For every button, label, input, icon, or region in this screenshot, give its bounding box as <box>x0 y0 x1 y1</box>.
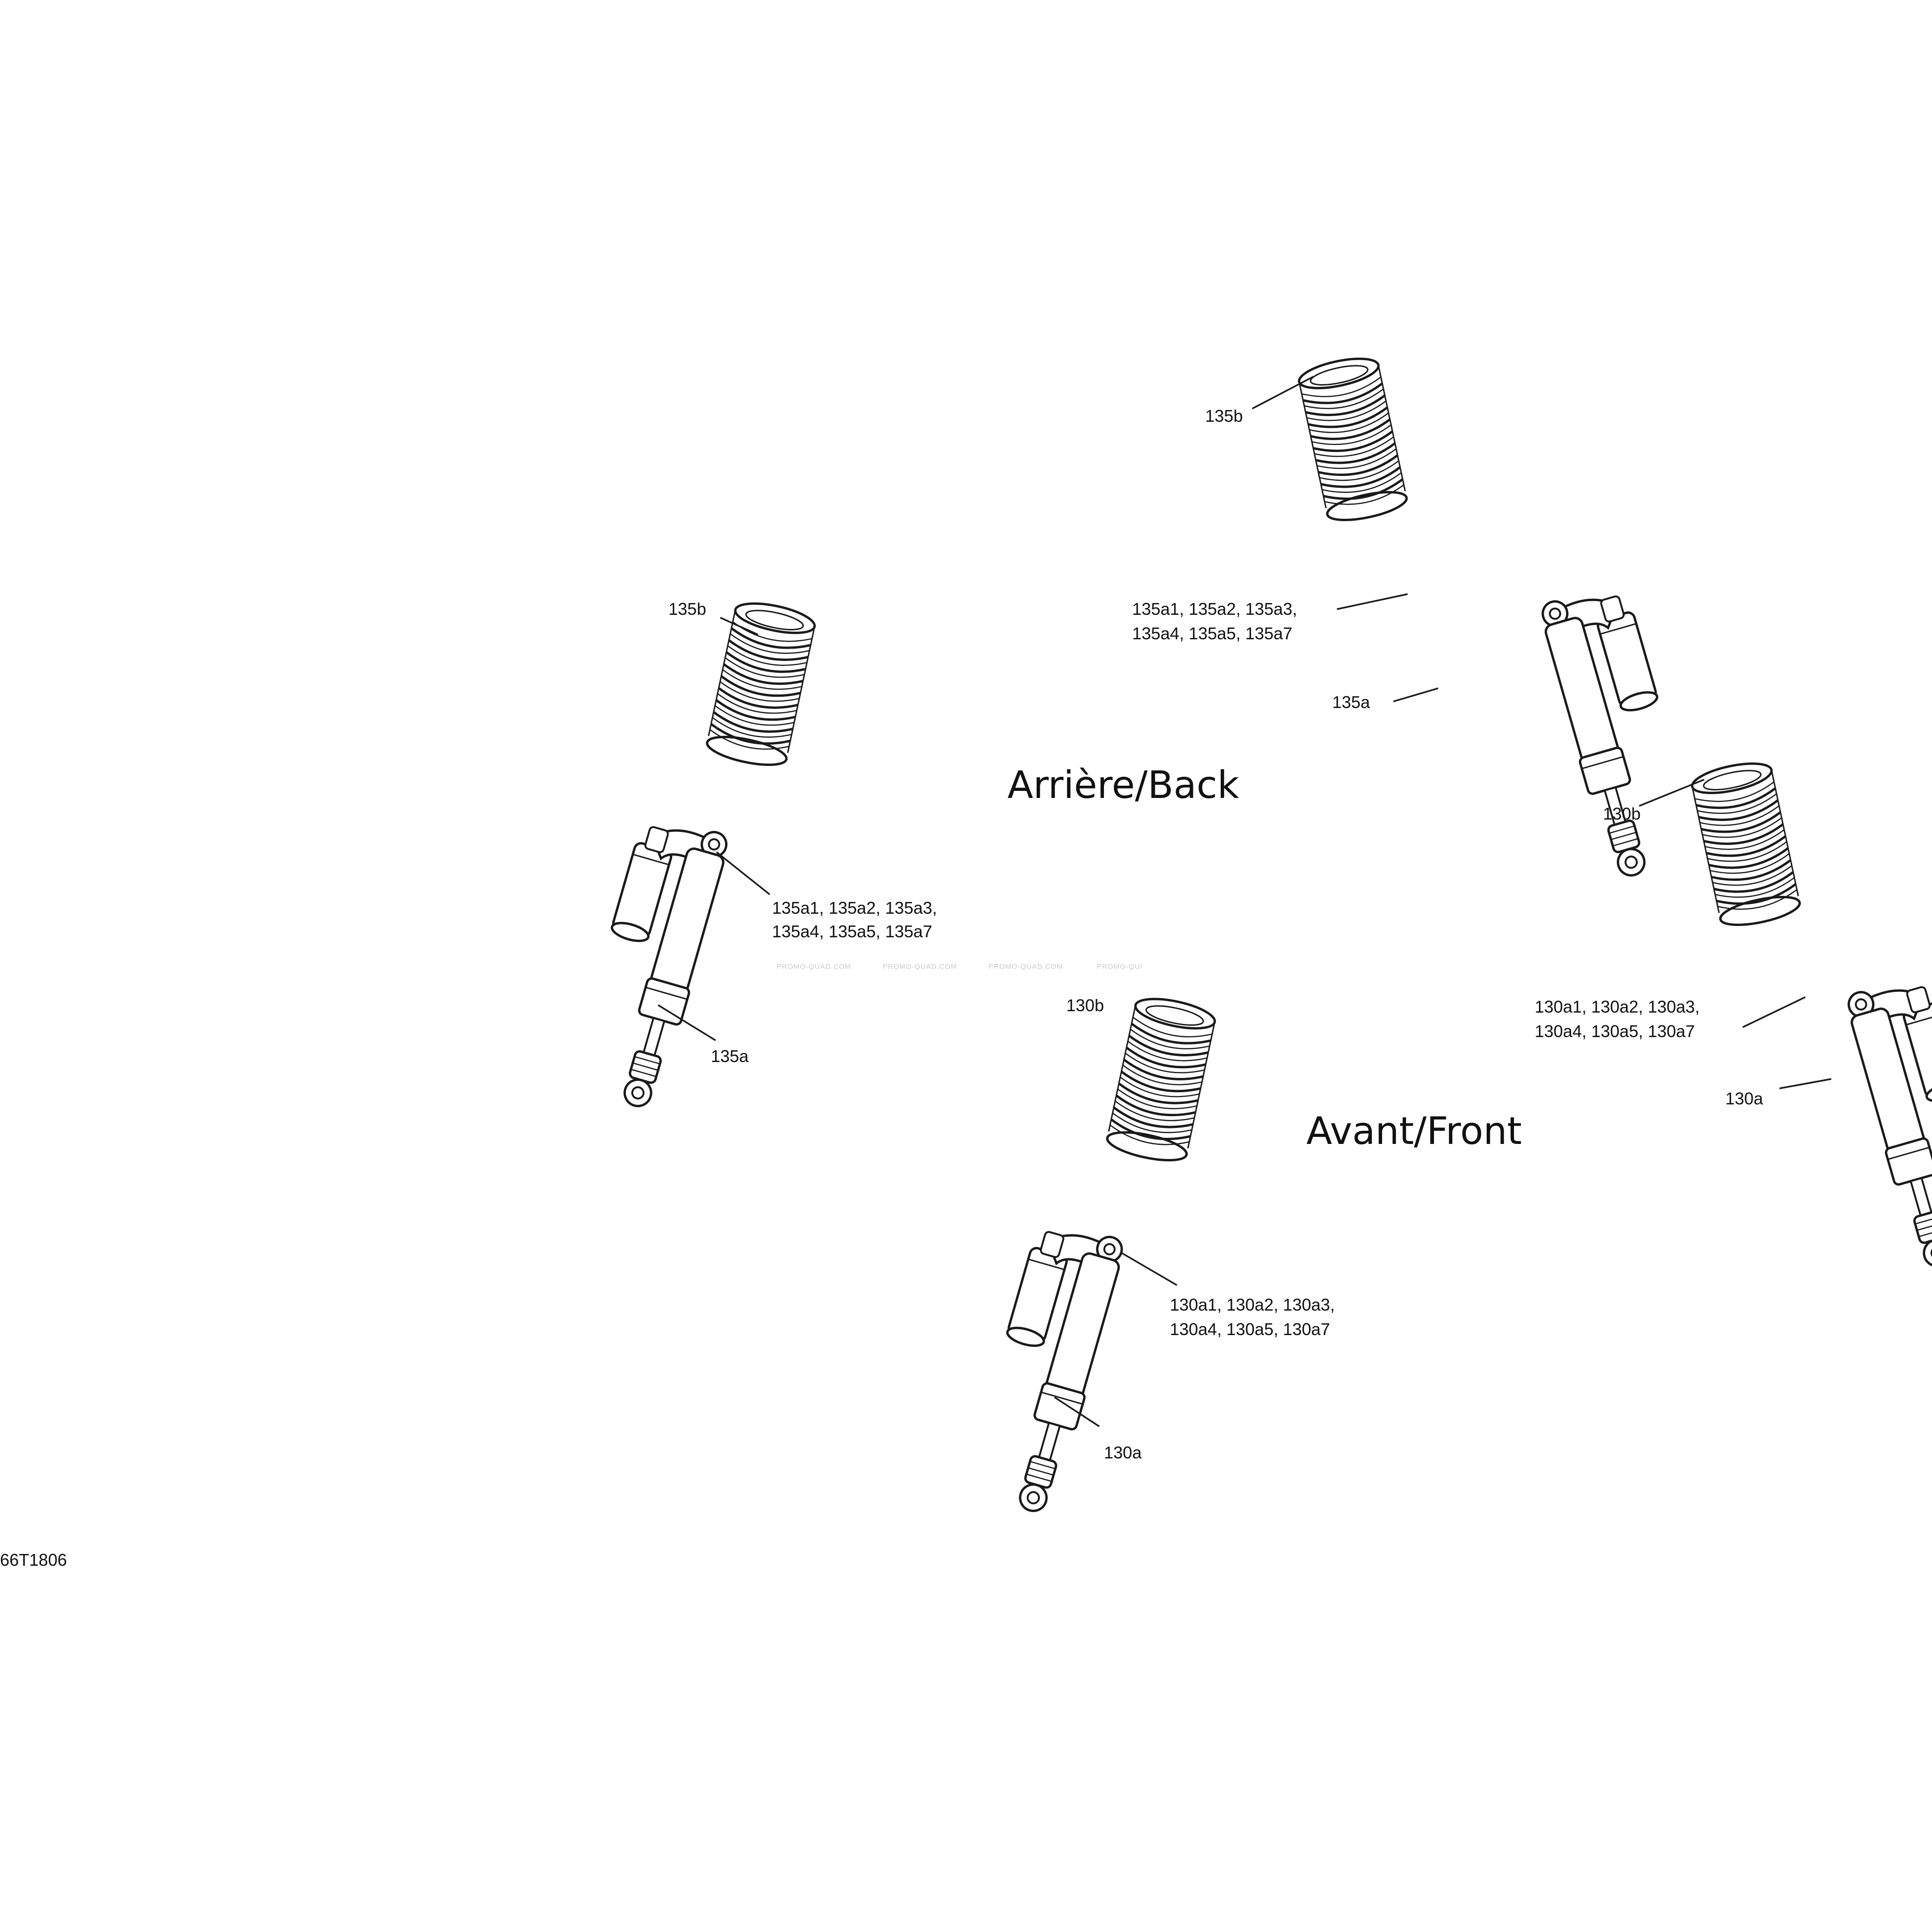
watermark-text-1: PROMO-QUAD.COM <box>777 963 852 971</box>
watermark-text-2: PROMO-QUAD.COM <box>883 963 958 971</box>
leader-lines <box>658 376 1832 1427</box>
front-center-shock-assembly <box>962 1217 1129 1517</box>
callout-front-right-spring: 130b <box>1603 804 1641 823</box>
watermark-text-3: PROMO-QUAD.COM <box>989 963 1063 971</box>
callout-front-center-spring: 130b <box>1066 996 1104 1015</box>
callout-front-center-parts-line2: 130a4, 130a5, 130a7 <box>1170 1320 1330 1339</box>
callout-rear-left-shock: 135a <box>711 1046 749 1066</box>
rear-right-shock-assembly <box>1535 581 1702 881</box>
rear-left-shock-assembly <box>566 812 733 1112</box>
front-center-spring <box>1105 993 1217 1166</box>
callout-rear-right-shock: 135a <box>1332 692 1370 712</box>
callout-rear-right-spring: 135b <box>1205 406 1243 426</box>
callout-rear-left-parts-line1: 135a1, 135a2, 135a3, <box>772 898 937 918</box>
callout-rear-left-spring: 135b <box>668 599 707 619</box>
callout-front-center-parts-line1: 130a1, 130a2, 130a3, <box>1170 1295 1335 1314</box>
callout-rear-right-parts-line2: 135a4, 135a5, 135a7 <box>1132 624 1293 643</box>
front-section-title: Avant/Front <box>1306 1109 1522 1153</box>
callout-rear-left-parts-line2: 135a4, 135a5, 135a7 <box>772 922 933 941</box>
front-right-spring <box>1690 758 1802 930</box>
rear-section-title: Arrière/Back <box>1007 763 1240 807</box>
callout-front-right-parts-line1: 130a1, 130a2, 130a3, <box>1535 997 1700 1016</box>
callout-front-right-parts-line2: 130a4, 130a5, 130a7 <box>1535 1022 1695 1041</box>
watermark-text-4: PROMO-QU/ <box>1097 963 1143 971</box>
callout-front-center-shock: 130a <box>1104 1443 1142 1462</box>
callout-rear-right-parts-line1: 135a1, 135a2, 135a3, <box>1132 599 1297 619</box>
drawing-reference-code: 66T1806 <box>0 1550 67 1570</box>
rear-right-spring <box>1296 353 1409 525</box>
callout-front-right-shock: 130a <box>1725 1089 1763 1108</box>
rear-left-spring <box>705 598 817 770</box>
front-right-shock-assembly <box>1841 972 1932 1272</box>
